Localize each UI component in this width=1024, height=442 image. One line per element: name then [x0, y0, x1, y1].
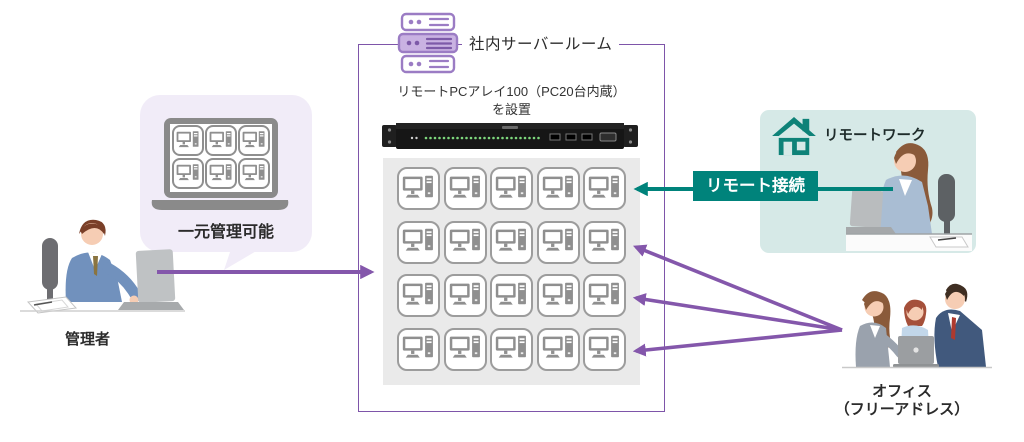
- office-label-line2: （フリーアドレス）: [834, 400, 970, 418]
- desktop-pc-icon: [402, 227, 435, 257]
- pc-cell: [443, 274, 487, 317]
- laptop-multi-pc-icon: [151, 118, 289, 210]
- desktop-pc-icon: [588, 334, 621, 364]
- desktop-pc-icon: [542, 227, 575, 257]
- desktop-pc-icon: [449, 174, 482, 204]
- house-icon: [772, 116, 816, 156]
- server-stack-icon: [397, 12, 459, 74]
- arrow-office-to-array-row4: [632, 328, 843, 357]
- desktop-pc-icon: [588, 174, 621, 204]
- pc-cell: [583, 274, 626, 317]
- desktop-pc-icon: [495, 281, 528, 311]
- device-note-line1: リモートPCアレイ100（PC20台内蔵）: [397, 84, 626, 99]
- office-label: オフィス （フリーアドレス）: [802, 383, 1002, 418]
- pc-cell: [536, 167, 580, 210]
- desktop-pc-icon: [402, 334, 435, 364]
- pc-cell: [536, 274, 580, 317]
- pc-cell: [397, 327, 440, 371]
- desktop-pc-icon: [495, 227, 528, 257]
- desktop-pc-icon: [588, 281, 621, 311]
- pc-cell: [536, 220, 580, 264]
- desktop-pc-icon: [542, 174, 575, 204]
- pc-cell: [536, 327, 580, 371]
- bubble-label: 一元管理可能: [177, 224, 274, 241]
- desktop-pc-icon: [402, 174, 435, 204]
- pc-cell: [490, 167, 533, 210]
- pc-cell: [397, 167, 440, 210]
- office-team-at-laptop: [842, 283, 992, 369]
- device-note: リモートPCアレイ100（PC20台内蔵） を設置: [358, 83, 665, 119]
- speech-bubble-tail: [224, 243, 270, 270]
- remote-worker-at-laptop: [846, 143, 972, 251]
- pc-cell: [583, 327, 626, 371]
- pc-cell: [583, 220, 626, 264]
- desktop-pc-icon: [495, 174, 528, 204]
- arrow-office-to-array-row3: [632, 293, 843, 332]
- remote-work-label: リモートワーク: [824, 128, 926, 144]
- pc-cell: [443, 220, 487, 264]
- pc-cell: [490, 220, 533, 264]
- desktop-pc-icon: [542, 334, 575, 364]
- admin-label: 管理者: [64, 331, 110, 348]
- desktop-pc-icon: [542, 281, 575, 311]
- desktop-pc-icon: [449, 334, 482, 364]
- remote-connection-badge: リモート接続: [693, 171, 818, 201]
- pc-cell: [583, 167, 626, 210]
- pc-grid: [397, 167, 626, 371]
- desktop-pc-icon: [449, 227, 482, 257]
- rack-server-icon: [382, 123, 638, 149]
- pc-cell: [443, 327, 487, 371]
- pc-cell: [490, 327, 533, 371]
- desktop-pc-icon: [495, 334, 528, 364]
- server-room-label: 社内サーバールーム: [462, 35, 620, 54]
- pc-cell: [490, 274, 533, 317]
- device-note-line2: を設置: [491, 102, 531, 117]
- desktop-pc-icon: [588, 227, 621, 257]
- pc-cell: [397, 220, 440, 264]
- arrow-office-to-array-row2: [632, 244, 843, 332]
- office-label-line1: オフィス: [872, 383, 932, 400]
- desktop-pc-icon: [449, 281, 482, 311]
- desktop-pc-icon: [402, 281, 435, 311]
- admin-person-at-laptop: [20, 219, 185, 314]
- pc-cell: [443, 167, 487, 210]
- pc-cell: [397, 274, 440, 317]
